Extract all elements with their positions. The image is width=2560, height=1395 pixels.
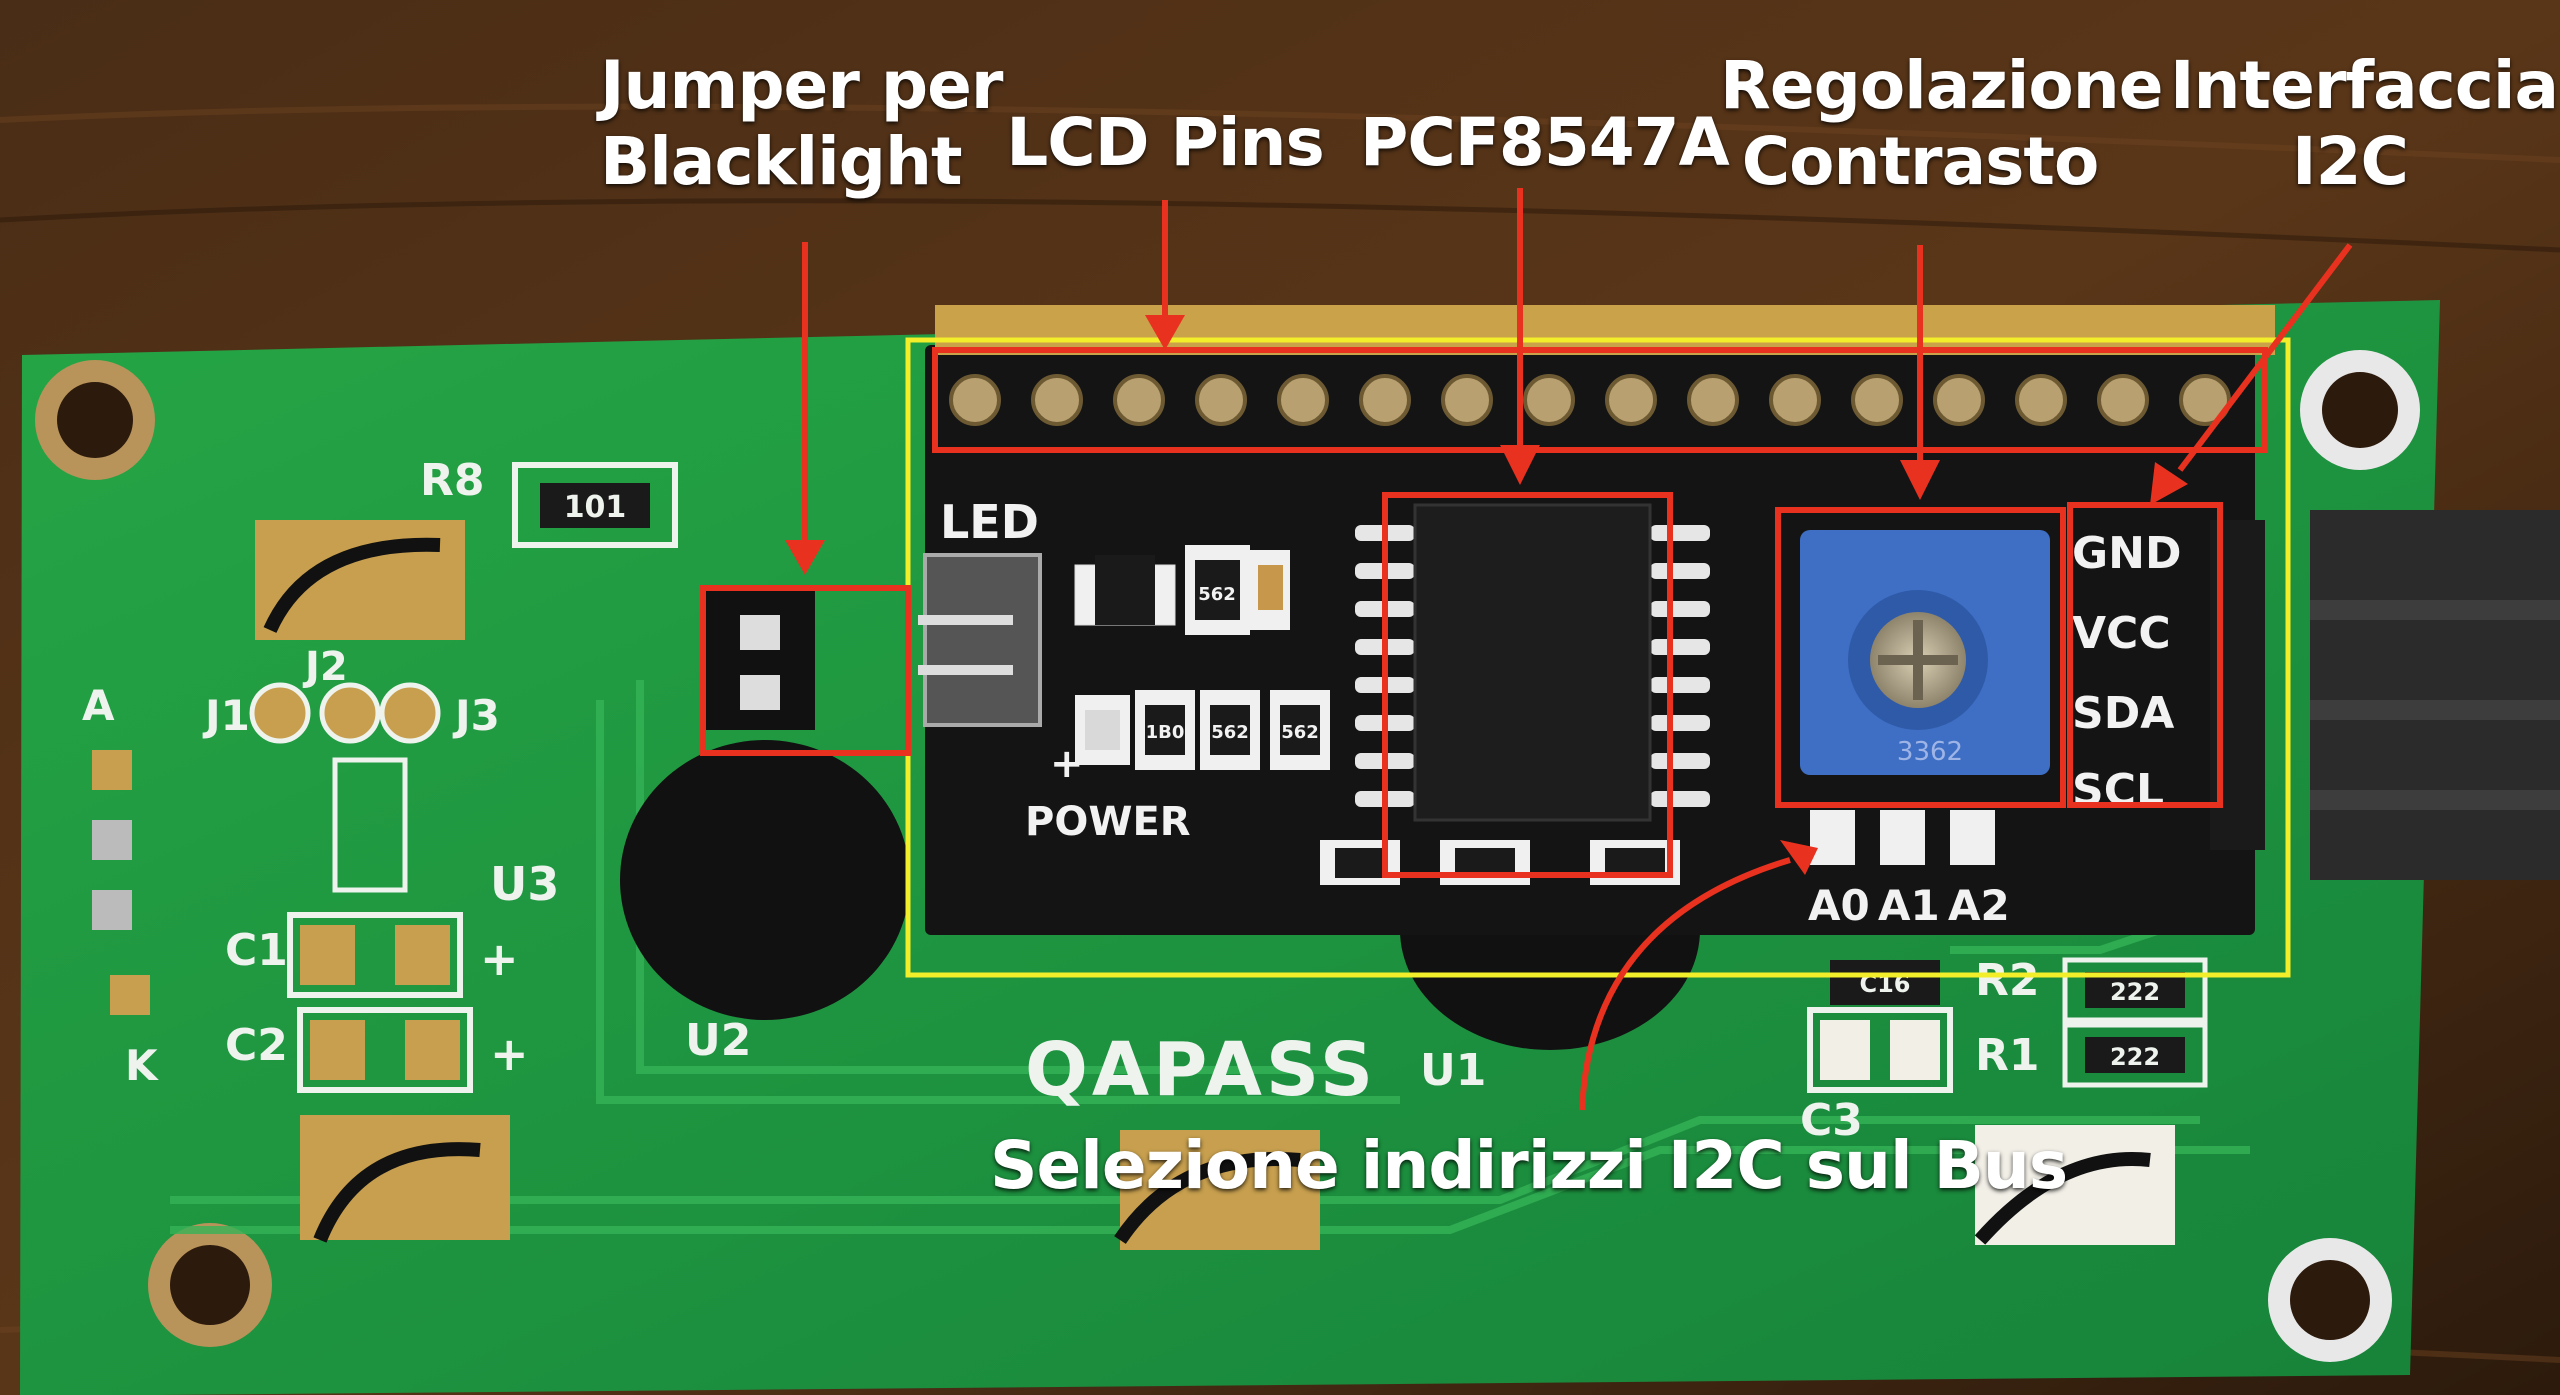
header-pin (1851, 374, 1903, 426)
pcf-expander-chip (1355, 503, 1710, 822)
callout-contrast-line2: Contrasto (1741, 123, 2100, 200)
callout-lcd-pins: LCD Pins (1006, 104, 1325, 181)
resistor-code-module-1: 562 (1198, 584, 1236, 605)
header-pin (1441, 374, 1493, 426)
callout-i2c-interface: Interfaccia I2C (2170, 47, 2559, 200)
silk-a1: A1 (1878, 881, 1940, 930)
header-pin (949, 374, 1001, 426)
ref-k: K (125, 1041, 159, 1090)
ref-c3: C3 (1800, 1095, 1863, 1146)
callout-jumper-line1: Jumper per (600, 47, 1003, 124)
header-pin (1687, 374, 1739, 426)
callout-contrast-line1: Regolazione (1720, 47, 2163, 124)
box-i2c-pins (2067, 502, 2223, 808)
box-jumper (700, 585, 911, 756)
callout-jumper-line2: Blacklight (600, 123, 963, 200)
ref-r1: R1 (1975, 1030, 2040, 1081)
ref-a: A (82, 681, 115, 730)
resistor-code-module-4: 562 (1281, 722, 1319, 743)
header-pin (1769, 374, 1821, 426)
chip-leg (1650, 753, 1710, 769)
header-pin (1523, 374, 1575, 426)
callout-address-select: Selezione indirizzi I2C sul Bus (990, 1127, 2068, 1204)
silk-power: POWER (1025, 799, 1191, 845)
callout-i2c-line1: Interfaccia (2170, 47, 2559, 124)
chip-leg (1650, 563, 1710, 579)
chip-leg (1650, 601, 1710, 617)
silk-sda: SDA (2072, 688, 2174, 739)
silk-vcc: VCC (2072, 608, 2171, 659)
annotations (700, 188, 2353, 1111)
callout-jumper: Jumper per Blacklight (600, 47, 1003, 200)
silk-gnd: GND (2072, 528, 2181, 579)
contrast-potentiometer: 3362 (1800, 530, 2050, 775)
header-pin (2015, 374, 2067, 426)
header-pin (1359, 374, 1411, 426)
chip-leg (1650, 525, 1710, 541)
pot-code: 3362 (1897, 737, 1963, 767)
ref-c1: C1 (225, 925, 288, 976)
header-pin (1277, 374, 1329, 426)
resistor-code-r1: 222 (2110, 1043, 2160, 1071)
brand-logo: QAPASS (1025, 1027, 1377, 1113)
ref-j1: J1 (202, 691, 250, 740)
silk-scl: SCL (2072, 765, 2164, 816)
callout-i2c-line2: I2C (2292, 123, 2409, 200)
header-pin (1113, 374, 1165, 426)
callout-pcf-chip: PCF8547A (1360, 104, 1730, 181)
silk-a0: A0 (1808, 881, 1870, 930)
ref-r8: R8 (420, 455, 485, 506)
chip-leg (1650, 639, 1710, 655)
ref-u2: U2 (685, 1015, 751, 1066)
chip-leg (1650, 791, 1710, 807)
resistor-code-r2: 222 (2110, 978, 2160, 1006)
svg-text:+: + (490, 1027, 529, 1081)
chip-leg (1650, 677, 1710, 693)
resistor-code-r8: 101 (564, 490, 627, 525)
chip-on-board-u2 (620, 740, 910, 1020)
silk-a2: A2 (1948, 881, 2010, 930)
ref-c2: C2 (225, 1020, 288, 1071)
header-pin (1933, 374, 1985, 426)
silk-led: LED (940, 495, 1039, 549)
ref-j2: J2 (302, 644, 348, 690)
ref-r2: R2 (1975, 955, 2040, 1006)
ref-u1: U1 (1420, 1045, 1486, 1096)
svg-text:+: + (480, 932, 519, 986)
svg-text:+: + (1050, 741, 1084, 787)
chip-leg (1650, 715, 1710, 731)
callout-contrast: Regolazione Contrasto (1720, 47, 2163, 200)
box-pcf-chip (1382, 492, 1673, 878)
header-pin (2097, 374, 2149, 426)
header-pin (1605, 374, 1657, 426)
ref-j3: J3 (452, 691, 500, 740)
header-pin (1031, 374, 1083, 426)
resistor-code-module-2: 1B0 (1146, 722, 1185, 743)
header-pin (2179, 374, 2231, 426)
ref-u3: U3 (490, 857, 559, 911)
box-lcd-pins (932, 347, 2268, 453)
header-pin (1195, 374, 1247, 426)
box-contrast (1775, 507, 2066, 808)
resistor-code-module-3: 562 (1211, 722, 1249, 743)
